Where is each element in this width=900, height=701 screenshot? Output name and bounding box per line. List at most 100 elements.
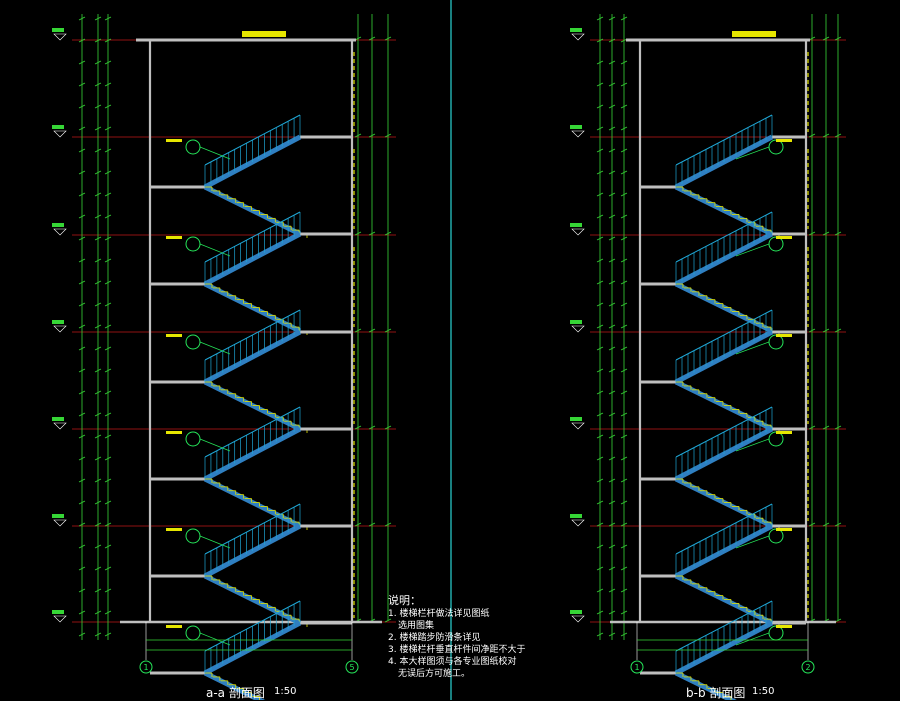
dimension-tick [608, 456, 616, 461]
dimension-tick [608, 302, 616, 307]
dimension-tick [78, 588, 86, 593]
dimension-tick [354, 425, 362, 430]
dimension-tick [368, 522, 376, 527]
section-b-b-title: b-b 剖面图 [686, 686, 746, 700]
dimension-tick [384, 618, 392, 623]
dimension-tick [384, 425, 392, 430]
dimension-tick [596, 610, 604, 615]
dimension-tick [94, 38, 102, 43]
dimension-tick [620, 258, 628, 263]
dimension-tick [822, 522, 830, 527]
dimension-tick [620, 566, 628, 571]
level-elevation-label [570, 223, 582, 227]
dimension-tick [620, 82, 628, 87]
dimension-tick [596, 346, 604, 351]
dimension-tick [94, 456, 102, 461]
dimension-tick [620, 478, 628, 483]
dimension-tick [608, 214, 616, 219]
dimension-tick [620, 324, 628, 329]
dimension-tick [94, 346, 102, 351]
dimension-tick [104, 324, 112, 329]
dimension-tick [384, 133, 392, 138]
dimension-tick [620, 192, 628, 197]
stair-label [776, 625, 792, 628]
dimension-tick [596, 522, 604, 527]
dimension-tick [822, 425, 830, 430]
note-line-5: 4. 本大样图须与各专业图纸校对 [388, 657, 517, 667]
dimension-tick [834, 425, 842, 430]
axis-bubble-icon [345, 660, 359, 674]
callout-leader [735, 535, 770, 549]
dimension-tick [834, 522, 842, 527]
dimension-tick [596, 632, 604, 637]
dimension-tick [596, 60, 604, 65]
dimension-tick [94, 632, 102, 637]
level-elevation-label [570, 125, 582, 129]
dimension-tick [808, 133, 816, 138]
dimension-tick [104, 302, 112, 307]
dimension-tick [94, 236, 102, 241]
dimension-tick [78, 478, 86, 483]
dimension-tick [384, 36, 392, 41]
dimension-tick [608, 60, 616, 65]
dimension-tick [620, 610, 628, 615]
level-marker [53, 228, 67, 236]
dimension-tick [608, 280, 616, 285]
dimension-tick [368, 328, 376, 333]
dimension-tick [104, 214, 112, 219]
dimension-tick [104, 500, 112, 505]
dimension-tick [104, 566, 112, 571]
dimension-tick [104, 258, 112, 263]
dimension-tick [78, 302, 86, 307]
dimension-tick [104, 478, 112, 483]
dimension-tick [620, 544, 628, 549]
dimension-tick [78, 324, 86, 329]
dimension-tick [620, 522, 628, 527]
level-elevation-label [570, 417, 582, 421]
dimension-tick [822, 328, 830, 333]
dimension-tick [596, 38, 604, 43]
dimension-tick [596, 170, 604, 175]
dimension-tick [620, 104, 628, 109]
dimension-tick [608, 566, 616, 571]
dimension-tick [104, 588, 112, 593]
dimension-tick [94, 324, 102, 329]
axis-label: 5 [349, 663, 354, 672]
dimension-tick [94, 522, 102, 527]
dimension-tick [620, 236, 628, 241]
dimension-tick [596, 126, 604, 131]
callout-leader [199, 146, 231, 160]
note-line-4: 3. 楼梯栏杆垂直杆件间净距不大于 [388, 645, 526, 655]
stair-label [776, 528, 792, 531]
dimension-tick [94, 170, 102, 175]
dimension-tick [94, 412, 102, 417]
dimension-tick [808, 522, 816, 527]
dimension-tick [834, 133, 842, 138]
dimension-tick [596, 214, 604, 219]
dimension-tick [620, 346, 628, 351]
dimension-tick [104, 82, 112, 87]
level-marker [571, 519, 585, 527]
dimension-tick [78, 60, 86, 65]
dimension-tick [596, 192, 604, 197]
dimension-tick [620, 214, 628, 219]
level-marker [571, 422, 585, 430]
dimension-tick [354, 133, 362, 138]
dimension-tick [104, 610, 112, 615]
dimension-tick [94, 500, 102, 505]
callout-leader [735, 243, 770, 257]
stair-label [776, 334, 792, 337]
dimension-tick [608, 412, 616, 417]
level-marker [571, 130, 585, 138]
notes-heading: 说明： [388, 594, 421, 607]
stair-label [166, 236, 182, 239]
callout-leader [735, 146, 770, 160]
dimension-tick [620, 302, 628, 307]
note-line-6: 无误后方可施工。 [398, 669, 471, 679]
dimension-tick [78, 280, 86, 285]
dimension-tick [596, 500, 604, 505]
dimension-tick [608, 170, 616, 175]
dimension-tick [596, 566, 604, 571]
